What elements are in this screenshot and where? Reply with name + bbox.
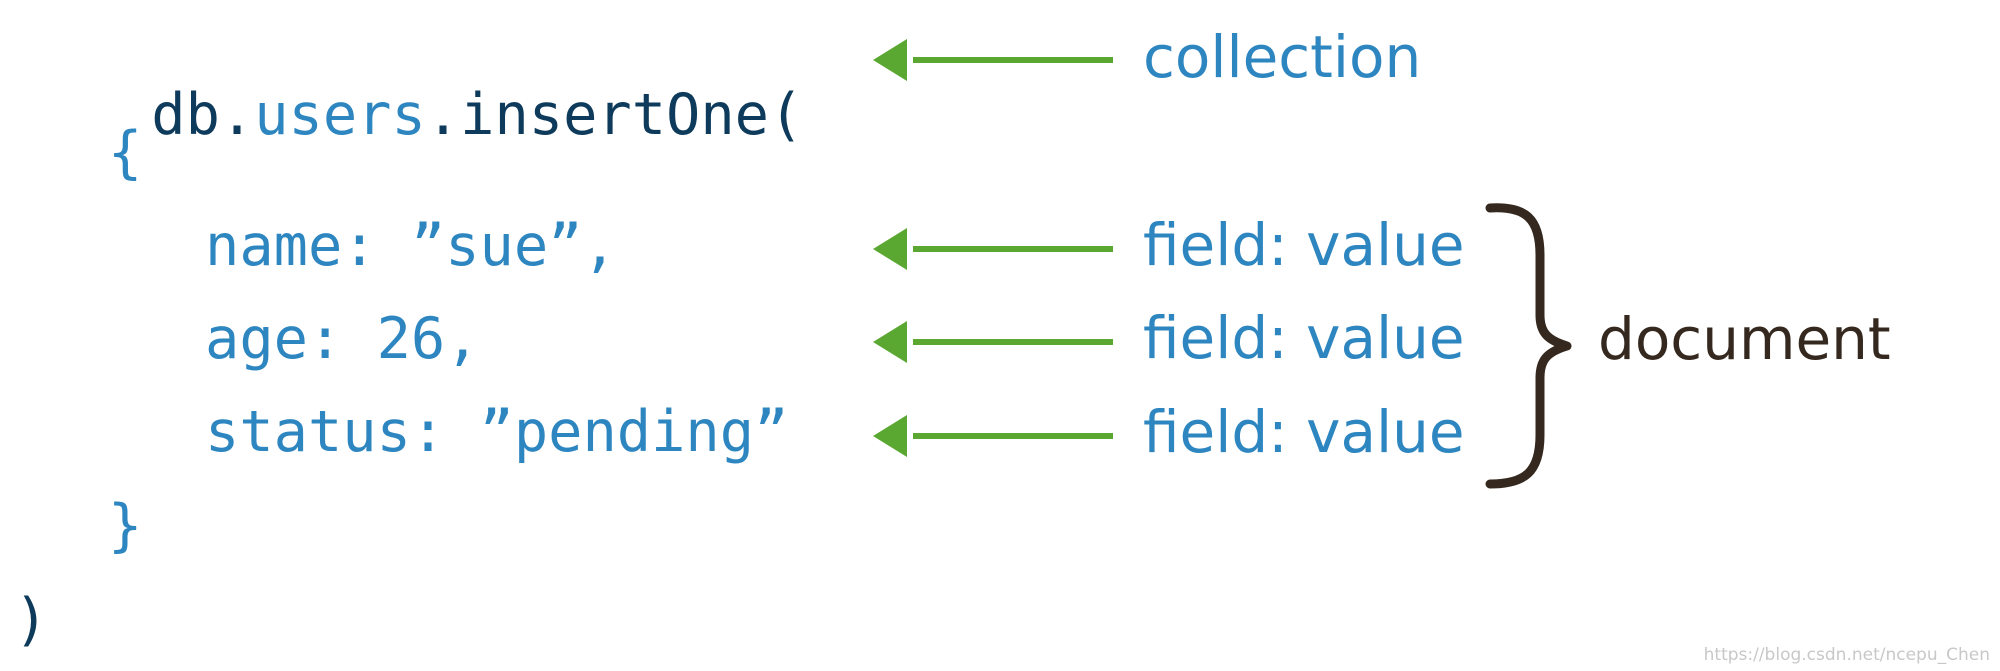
- label-document: document: [1598, 305, 1891, 373]
- left-arrow-icon: [873, 228, 1113, 270]
- code-close-brace: }: [108, 493, 143, 559]
- right-curly-brace-icon: [1485, 203, 1572, 489]
- code-field-name: name: ”sue”,: [205, 213, 617, 279]
- code-field-status: status: ”pending”: [205, 399, 789, 465]
- watermark: https://blog.csdn.net/ncepu_Chen: [1703, 645, 1990, 665]
- left-arrow-icon: [873, 321, 1113, 363]
- label-field-value-status: field: value: [1143, 398, 1465, 466]
- left-arrow-icon: [873, 415, 1113, 457]
- code-close-paren: ): [14, 587, 49, 653]
- code-line-insertone: db.users.insertOne(: [14, 30, 803, 201]
- code-db-prefix: db.: [151, 82, 255, 148]
- code-collection-name: users: [254, 82, 426, 148]
- code-field-age: age: 26,: [205, 306, 480, 372]
- code-insertone-call: .insertOne(: [425, 82, 804, 148]
- label-collection: collection: [1143, 23, 1422, 91]
- left-arrow-icon: [873, 39, 1113, 81]
- code-open-brace: {: [108, 120, 143, 186]
- label-field-value-age: field: value: [1143, 304, 1465, 372]
- label-field-value-name: field: value: [1143, 211, 1465, 279]
